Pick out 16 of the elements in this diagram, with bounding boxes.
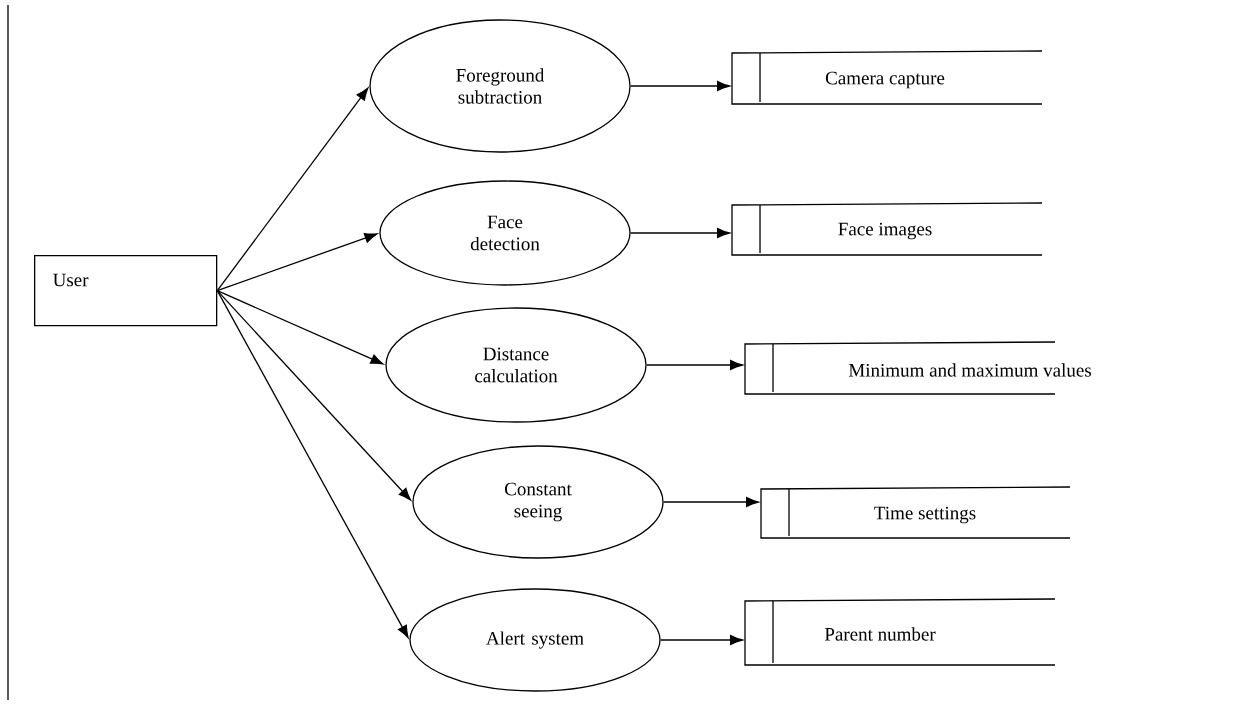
arrow: [216, 87, 369, 292]
arrow: [216, 290, 384, 365]
arrow: [216, 290, 412, 501]
arrow: [216, 290, 409, 639]
data-store: Camera capture: [731, 50, 1043, 105]
arrow: [646, 359, 743, 371]
arrow: [216, 233, 378, 292]
data-store: Face images: [731, 202, 1043, 256]
arrow: [663, 496, 759, 508]
arrow: [630, 80, 730, 92]
arrow: [630, 227, 730, 239]
data-store: Parent number: [744, 598, 1056, 666]
arrow: [660, 635, 743, 646]
data-store: Time settings: [760, 486, 1071, 539]
data-store: Minimum and maximum values: [744, 341, 1091, 395]
actor-box: User: [34, 255, 218, 327]
